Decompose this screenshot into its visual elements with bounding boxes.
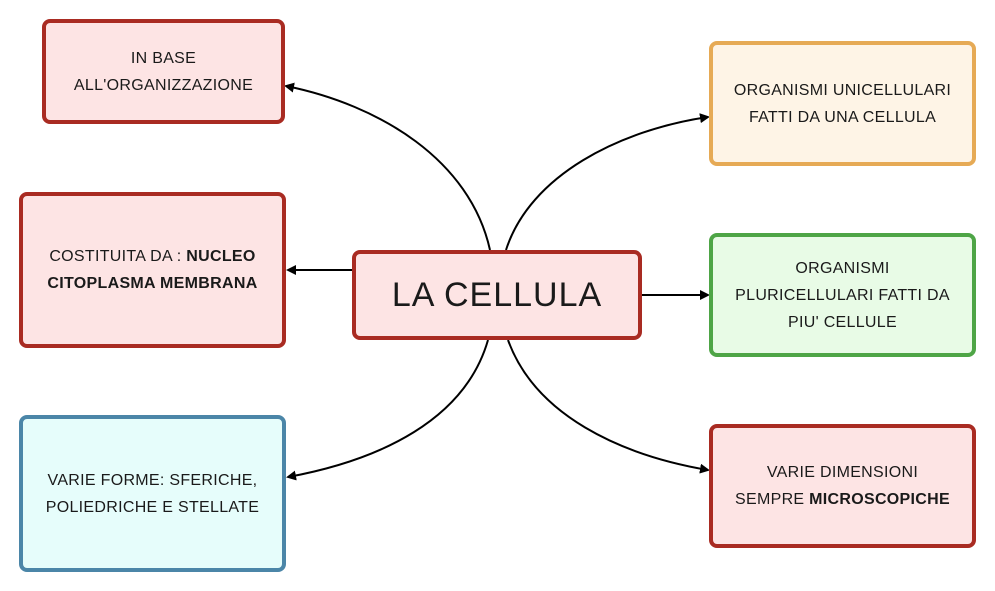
arrow-to-unicellulari	[505, 113, 710, 251]
dimensioni-prefix: SEMPRE	[735, 491, 810, 508]
arrow-to-dimensioni	[507, 339, 710, 474]
node-pluricellulari: ORGANISMI PLURICELLULARI FATTI DA PIU' C…	[709, 233, 976, 357]
dimensioni-line1: VARIE DIMENSIONI	[766, 464, 919, 481]
node-costituita: COSTITUITA DA : NUCLEO CITOPLASMA MEMBRA…	[19, 192, 286, 348]
dimensioni-microscopiche: MICROSCOPICHE	[809, 491, 950, 508]
node-forme: VARIE FORME: SFERICHE, POLIEDRICHE E STE…	[19, 415, 286, 572]
organizzazione-line1: IN BASE	[130, 49, 197, 67]
unicellulari-line1: ORGANISMI UNICELLULARI	[733, 81, 952, 99]
pluricellulari-line1: ORGANISMI	[795, 259, 890, 277]
arrow-to-forme	[286, 339, 489, 481]
forme-line1: VARIE FORME: SFERICHE,	[47, 471, 258, 489]
node-la-cellula: LA CELLULA	[352, 250, 642, 340]
node-dimensioni: VARIE DIMENSIONI SEMPRE MICROSCOPICHE	[709, 424, 976, 548]
node-unicellulari: ORGANISMI UNICELLULARI FATTI DA UNA CELL…	[709, 41, 976, 166]
arrow-to-organizzazione	[284, 82, 491, 251]
pluricellulari-line2: PLURICELLULARI FATTI DA	[735, 286, 950, 304]
forme-line2: POLIEDRICHE E STELLATE	[45, 498, 260, 516]
costituita-citoplasma-membrana: CITOPLASMA MEMBRANA	[47, 275, 258, 292]
node-la-cellula-label: LA CELLULA	[391, 276, 603, 314]
node-organizzazione: IN BASE ALL'ORGANIZZAZIONE	[42, 19, 285, 124]
costituita-prefix: COSTITUITA DA :	[49, 248, 187, 265]
costituita-nucleo: NUCLEO	[186, 248, 256, 265]
pluricellulari-line3: PIU' CELLULE	[788, 313, 897, 331]
unicellulari-line2: FATTI DA UNA CELLULA	[748, 108, 937, 126]
organizzazione-line2: ALL'ORGANIZZAZIONE	[73, 76, 254, 94]
